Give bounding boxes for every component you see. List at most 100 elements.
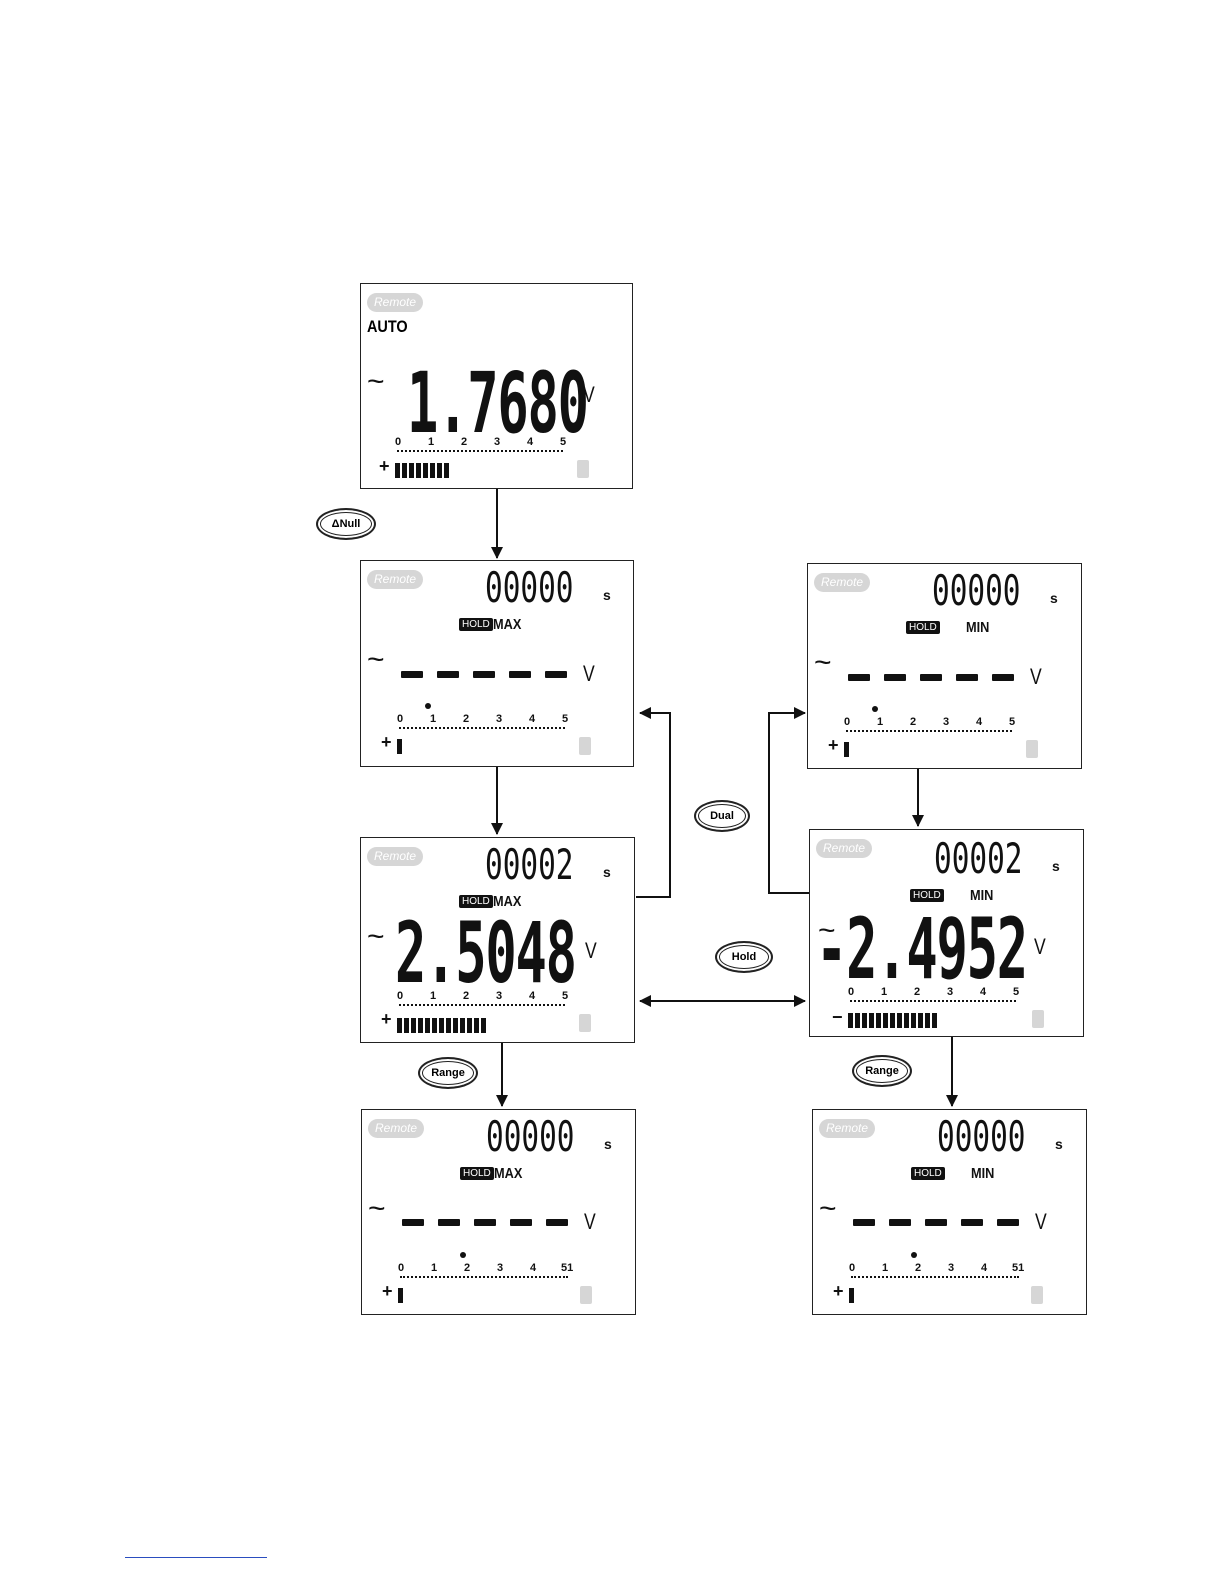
remote-indicator: Remote	[819, 1119, 875, 1138]
bargraph-scale: 0 1 2 3 4 51	[398, 1262, 576, 1288]
min-indicator: MIN	[971, 1165, 995, 1182]
max-indicator: MAX	[493, 893, 522, 910]
secondary-reading: 00000	[486, 1112, 575, 1161]
bargraph-scale: 0 1 2 3 4 5	[397, 713, 568, 739]
bargraph	[397, 739, 402, 754]
remote-indicator: Remote	[367, 293, 423, 312]
lcd-screen-min-range-change: Remote 00000 s HOLD MIN ~ V 0 1 2 3 4 51…	[812, 1109, 1087, 1315]
polarity-sign: +	[828, 735, 839, 755]
secondary-reading: 00000	[932, 566, 1021, 615]
range-button-left[interactable]: Range	[418, 1057, 478, 1089]
battery-icon	[1026, 740, 1038, 758]
ac-icon: ~	[819, 1192, 837, 1225]
remote-indicator: Remote	[816, 839, 872, 858]
ac-icon: ~	[367, 365, 385, 398]
unit-label: V	[1030, 664, 1042, 689]
overload-dashes	[401, 671, 567, 678]
battery-icon	[579, 737, 591, 755]
battery-icon	[577, 460, 589, 478]
arrow-s5-to-s3	[768, 707, 809, 894]
lcd-screen-initial: Remote AUTO ~ 1.7680 V 0 1 2 3 4 5 +	[360, 283, 633, 489]
polarity-sign: +	[381, 732, 392, 752]
remote-indicator: Remote	[368, 1119, 424, 1138]
seconds-unit: s	[1052, 858, 1060, 874]
secondary-reading: 00002	[934, 834, 1023, 883]
seconds-unit: s	[603, 587, 611, 603]
ac-icon: ~	[367, 920, 385, 953]
polarity-sign: +	[382, 1281, 393, 1301]
bargraph	[849, 1288, 854, 1303]
hold-indicator: HOLD	[459, 895, 493, 908]
max-indicator: MAX	[494, 1165, 523, 1182]
bargraph-scale: 0 1 2 3 4 5	[848, 986, 1019, 1012]
ac-icon: ~	[368, 1192, 386, 1225]
bargraph-scale: 0 1 2 3 4 51	[849, 1262, 1027, 1288]
unit-label: V	[583, 382, 595, 407]
seconds-unit: s	[1055, 1136, 1063, 1152]
lcd-screen-min-reset: Remote 00000 s HOLD MIN ~ V 0 1 2 3 4 5 …	[807, 563, 1082, 769]
primary-reading: -2.4952	[816, 900, 1028, 998]
overload-dashes	[402, 1219, 568, 1226]
secondary-reading: 00000	[485, 563, 574, 612]
ac-icon: ~	[367, 643, 385, 676]
overload-dashes	[848, 674, 1014, 681]
lcd-screen-max-reset: Remote 00000 s HOLD MAX ~ V 0 1 2 3 4 5 …	[360, 560, 634, 767]
null-button[interactable]: ΔNull	[316, 508, 376, 540]
remote-indicator: Remote	[367, 847, 423, 866]
lcd-screen-max-range-change: Remote 00000 s HOLD MAX ~ V 0 1 2 3 4 51…	[361, 1109, 636, 1315]
battery-icon	[579, 1014, 591, 1032]
range-button-right[interactable]: Range	[852, 1055, 912, 1087]
battery-icon	[1032, 1010, 1044, 1028]
seconds-unit: s	[1050, 590, 1058, 606]
polarity-sign: +	[381, 1009, 392, 1029]
hold-indicator: HOLD	[906, 621, 940, 634]
min-indicator: MIN	[966, 619, 990, 636]
unit-label: V	[1034, 934, 1046, 959]
battery-icon	[580, 1286, 592, 1304]
primary-reading: 2.5048	[395, 904, 577, 1002]
bargraph-scale: 0 1 2 3 4 5	[844, 716, 1015, 742]
secondary-reading: 00002	[485, 840, 574, 889]
max-indicator: MAX	[493, 616, 522, 633]
battery-icon	[1031, 1286, 1043, 1304]
lcd-screen-max-reading: Remote 00002 s HOLD MAX ~ 2.5048 V 0 1 2…	[360, 837, 635, 1043]
bargraph	[398, 1288, 403, 1303]
bargraph	[848, 1013, 937, 1028]
remote-indicator: Remote	[814, 573, 870, 592]
range-dot	[425, 703, 431, 709]
ac-icon: ~	[814, 646, 832, 679]
hold-indicator: HOLD	[460, 1167, 494, 1180]
unit-label: V	[583, 661, 595, 686]
range-dot	[460, 1252, 466, 1258]
dual-button[interactable]: Dual	[694, 800, 750, 832]
footer-rule	[125, 1557, 267, 1558]
hold-indicator: HOLD	[911, 1167, 945, 1180]
hold-indicator: HOLD	[459, 618, 493, 631]
arrow-s4-to-s2	[636, 707, 671, 898]
hold-indicator: HOLD	[910, 889, 944, 902]
ac-icon: ~	[818, 914, 836, 947]
range-dot	[872, 706, 878, 712]
unit-label: V	[585, 938, 597, 963]
bargraph-scale: 0 1 2 3 4 5	[395, 436, 566, 462]
bargraph	[395, 463, 449, 478]
overload-dashes	[853, 1219, 1019, 1226]
unit-label: V	[1035, 1209, 1047, 1234]
lcd-screen-min-reading: Remote 00002 s HOLD MIN ~ -2.4952 V 0 1 …	[809, 829, 1084, 1037]
bargraph-scale: 0 1 2 3 4 5	[397, 990, 568, 1016]
bargraph	[844, 742, 849, 757]
unit-label: V	[584, 1209, 596, 1234]
polarity-sign: −	[832, 1007, 843, 1027]
polarity-sign: +	[833, 1281, 844, 1301]
remote-indicator: Remote	[367, 570, 423, 589]
primary-reading: 1.7680	[407, 354, 589, 452]
auto-range-indicator: AUTO	[367, 317, 408, 336]
range-dot	[911, 1252, 917, 1258]
min-indicator: MIN	[970, 887, 994, 904]
secondary-reading: 00000	[937, 1112, 1026, 1161]
polarity-sign: +	[379, 456, 390, 476]
seconds-unit: s	[604, 1136, 612, 1152]
hold-button[interactable]: Hold	[715, 941, 773, 973]
bargraph	[397, 1018, 486, 1033]
